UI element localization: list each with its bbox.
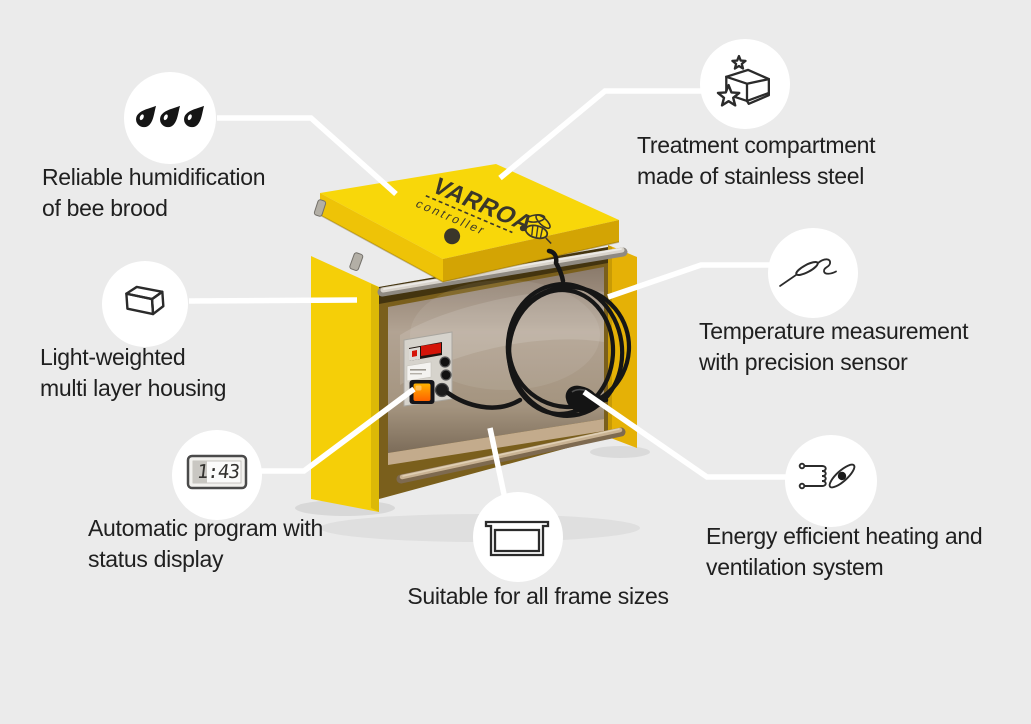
feature-text-line: ventilation system (706, 554, 884, 580)
machine-shadow-right (590, 446, 650, 458)
feature-label-humidification: Reliable humidification of bee brood (42, 162, 266, 224)
water-drops-icon (136, 105, 205, 128)
feature-text-line: Reliable humidification (42, 164, 266, 190)
lid-clasp-upper (313, 199, 327, 217)
display-value-text: 1:43 (196, 461, 241, 483)
feature-text-line: Suitable for all frame sizes (407, 583, 669, 609)
feature-label-housing: Light-weighted multi layer housing (40, 342, 226, 404)
steel-panel-sheen (400, 289, 604, 385)
power-cable (445, 248, 632, 418)
callout-housing (102, 261, 188, 347)
top-rail (377, 247, 628, 297)
machine-left-panel-edge (371, 284, 379, 512)
panel-connector-upper (439, 356, 451, 368)
mite-illustration (444, 228, 461, 245)
feature-text-line: made of stainless steel (637, 163, 865, 189)
lid-clasp-lower (349, 252, 364, 271)
feature-text-line: Automatic program with (88, 515, 323, 541)
feature-label-treatment: Treatment compartment made of stainless … (637, 130, 876, 192)
feature-text-line: with precision sensor (699, 349, 908, 375)
feature-text-line: multi layer housing (40, 375, 227, 401)
callout-temperature (768, 228, 858, 318)
bee-frame-icon (484, 520, 550, 557)
feature-text-line: Treatment compartment (637, 132, 876, 158)
feature-text-line: status display (88, 546, 224, 572)
panel-connector-lower (440, 369, 452, 381)
connector-line-heating (582, 389, 786, 480)
callout-frames (473, 492, 563, 582)
machine-lid (319, 164, 620, 283)
bottom-rail (396, 427, 626, 484)
feature-text-line: of bee brood (42, 195, 168, 221)
machine-left-panel (311, 256, 379, 512)
steel-panel-lip (388, 419, 604, 465)
stainless-steel-panel (388, 267, 604, 453)
control-panel (403, 331, 453, 407)
stainless-steel-box-icon (716, 54, 770, 107)
feature-label-frames: Suitable for all frame sizes (378, 581, 698, 612)
feature-label-temperature: Temperature measurement with precision s… (699, 316, 969, 378)
callout-treatment (700, 39, 790, 129)
panel-label (406, 361, 432, 382)
feature-label-heating: Energy efficient heating and ventilation… (706, 521, 983, 583)
power-switch[interactable] (409, 380, 435, 404)
cable-gland (434, 382, 450, 398)
callout-program: 1:43 (172, 430, 262, 520)
callout-humidification (124, 72, 216, 164)
bee-illustration (519, 214, 552, 245)
connector-line-humidification (217, 115, 398, 197)
heating-coil-fan-icon (798, 462, 856, 490)
box-icon (125, 285, 165, 316)
connector-line-treatment (498, 88, 702, 181)
connector-line-frames (487, 427, 508, 500)
connector-line-temperature (607, 262, 770, 300)
feature-text-line: Light-weighted (40, 344, 186, 370)
feature-text-line: Temperature measurement (699, 318, 969, 344)
digital-display-icon: 1:43 (186, 454, 248, 490)
logo-dashed-line (425, 195, 513, 234)
feature-label-program: Automatic program with status display (88, 513, 323, 575)
varroa-controller-machine: VARROA controller (295, 164, 650, 542)
connector-lines (188, 88, 786, 500)
steel-panel-glow (410, 280, 600, 390)
callout-heating (785, 435, 877, 527)
sensor-probe-icon (779, 258, 837, 287)
connector-line-housing (188, 297, 358, 304)
feature-text-line: Energy efficient heating and (706, 523, 983, 549)
connector-line-program (260, 386, 416, 474)
